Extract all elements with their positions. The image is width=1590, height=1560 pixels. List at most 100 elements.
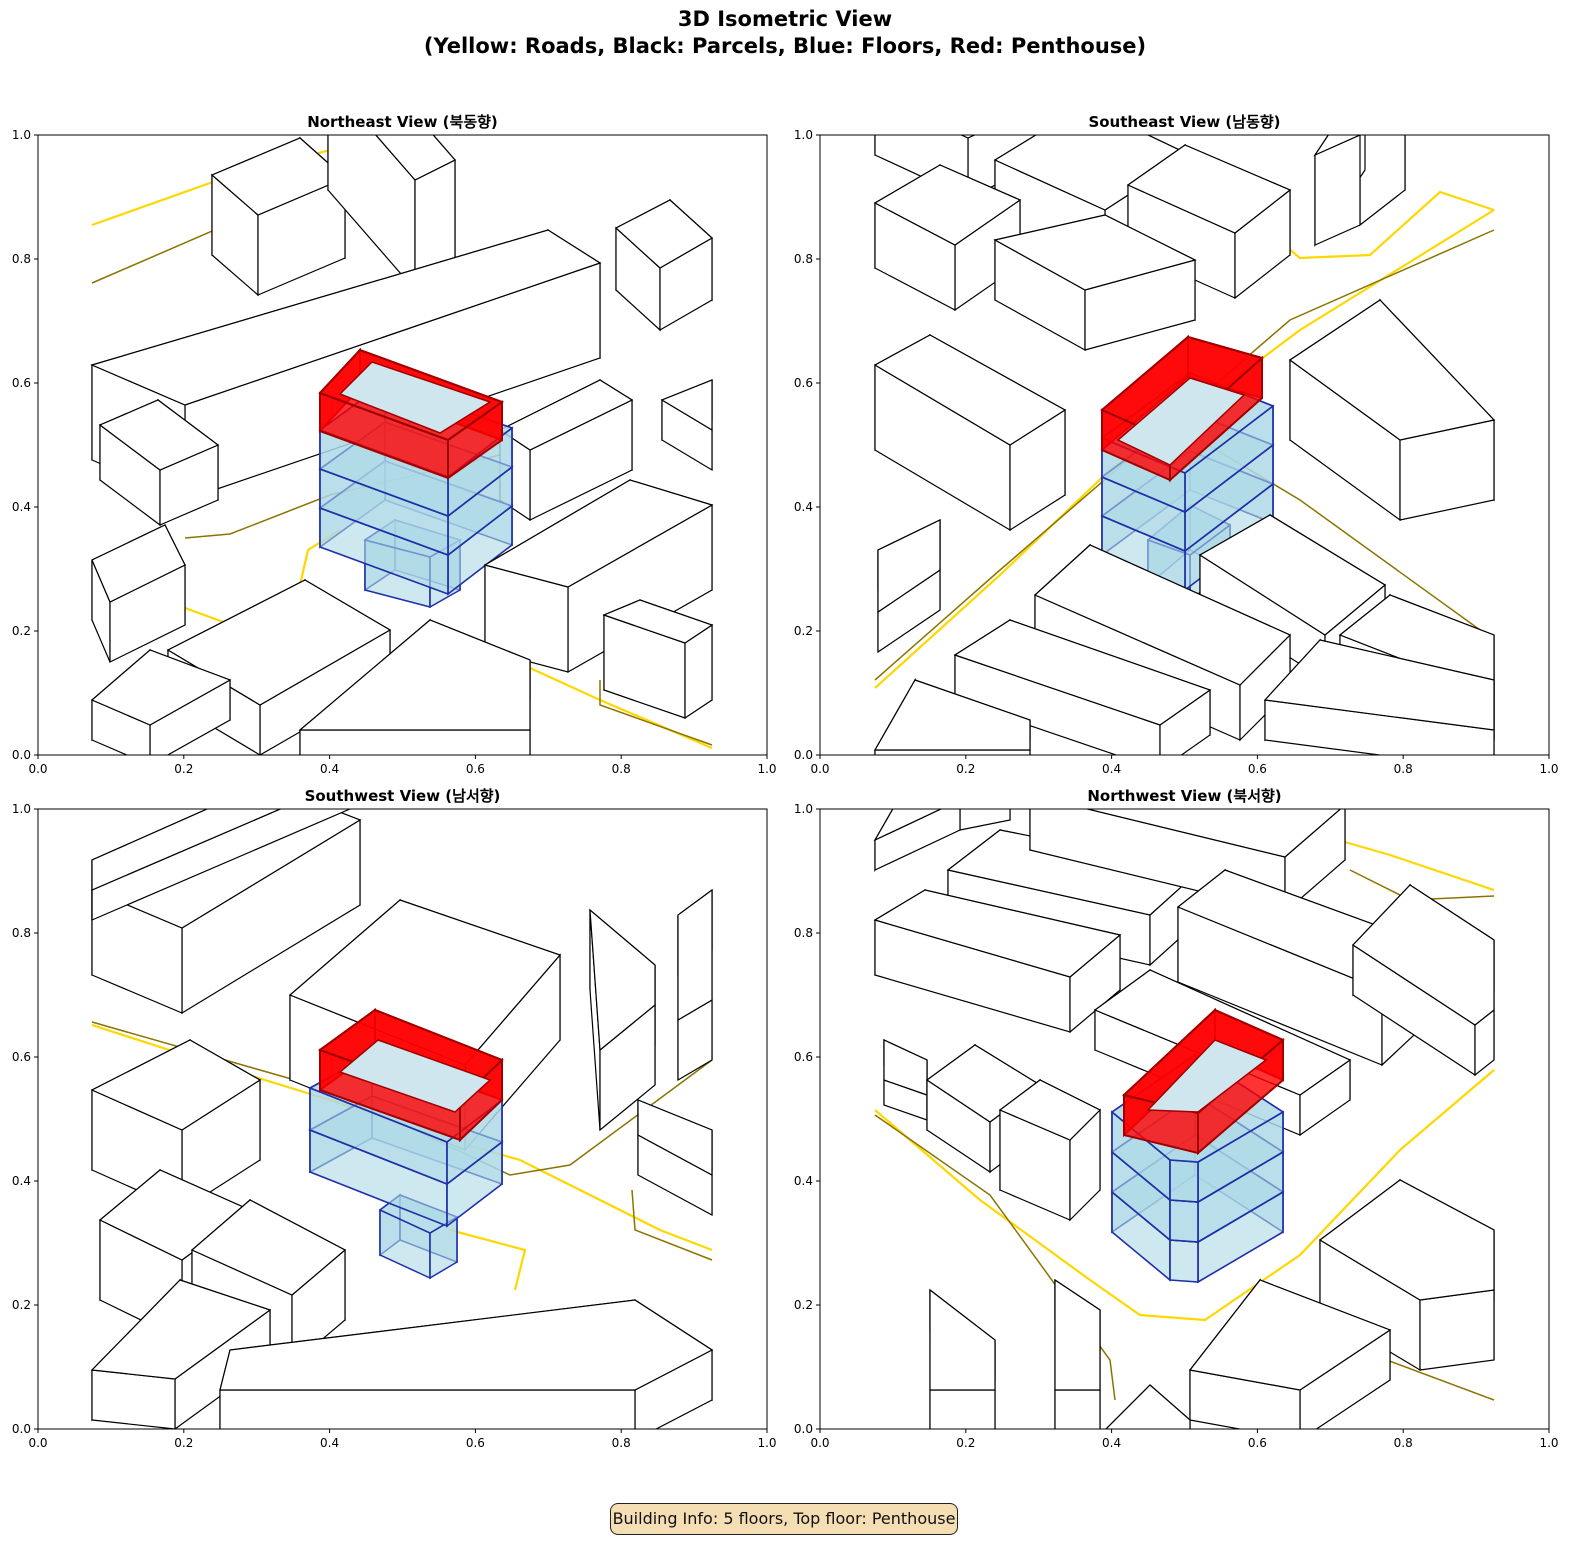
- parcel-face: [929, 1389, 996, 1429]
- road-line: [599, 680, 713, 746]
- y-tick-label: 0.6: [794, 1050, 813, 1064]
- panel-title: Southeast View (남동향): [1088, 113, 1280, 131]
- axes-frame: [819, 134, 1550, 756]
- figure-title-line2: (Yellow: Roads, Black: Parcels, Blue: Fl…: [423, 34, 1147, 58]
- parcel-face: [219, 1389, 636, 1429]
- parcel-top: [90, 229, 602, 406]
- y-tick-label: 0.8: [794, 252, 813, 266]
- x-tick-label: 0.6: [466, 1436, 485, 1450]
- floor-face: [1169, 1199, 1199, 1243]
- parcel-top: [91, 524, 186, 603]
- parcel-top: [873, 164, 1022, 246]
- y-tick-label: 0.0: [794, 748, 813, 762]
- parcel-top: [1198, 514, 1387, 636]
- axes-frame: [819, 808, 1550, 1430]
- x-tick-label: 0.8: [1394, 1436, 1413, 1450]
- parcel-top: [873, 334, 1067, 446]
- road-line: [631, 1189, 713, 1261]
- parcel-top: [873, 679, 1031, 751]
- parcel-top: [677, 888, 713, 1022]
- parcel-top: [91, 809, 282, 891]
- y-tick-label: 0.4: [794, 1174, 813, 1188]
- y-tick-label: 0.8: [794, 926, 813, 940]
- parcel-top: [1033, 544, 1292, 686]
- panel-title: Northeast View (북동향): [307, 113, 498, 131]
- y-tick-label: 0.2: [12, 624, 31, 638]
- parcel-top: [483, 479, 714, 588]
- x-tick-label: 1.0: [1539, 1436, 1558, 1450]
- road-line: [449, 1228, 527, 1291]
- panel-southeast: Southeast View (남동향) 0.0 0.2 0.4 0.6 0.8 1.0 0.…: [794, 113, 1559, 776]
- parcel-top: [1188, 1279, 1392, 1391]
- x-tick-label: 1.0: [757, 762, 776, 776]
- x-tick-label: 0.2: [174, 1436, 193, 1450]
- parcel-top: [190, 1199, 347, 1296]
- y-tick-label: 0.4: [794, 500, 813, 514]
- x-tick-label: 0.0: [28, 762, 47, 776]
- x-tick-label: 0.0: [810, 1436, 829, 1450]
- panel-northeast: Northeast View (북동향) 0.0 0.2 0.4 0.6 0.8 1.0 0.…: [12, 113, 777, 776]
- x-tick-label: 0.4: [1102, 762, 1121, 776]
- parcel-top: [877, 519, 941, 614]
- parcel-face: [91, 1369, 176, 1429]
- penthouse-courtyard: [338, 1039, 492, 1113]
- parcel-top: [1126, 144, 1292, 234]
- x-tick-label: 0.2: [174, 762, 193, 776]
- y-tick-label: 1.0: [12, 128, 31, 142]
- axes-frame: [37, 134, 768, 756]
- penthouse-courtyard: [1146, 1039, 1268, 1113]
- panel-scene: [873, 809, 1495, 1429]
- y-tick-label: 0.4: [12, 1174, 31, 1188]
- parcel-top: [90, 649, 232, 726]
- x-tick-label: 0.6: [1248, 762, 1267, 776]
- y-tick-label: 0.6: [12, 376, 31, 390]
- panel-scene: [873, 135, 1496, 755]
- parcel-top: [98, 399, 220, 471]
- parcel-top: [1352, 884, 1495, 1026]
- x-tick-label: 0.8: [1394, 762, 1413, 776]
- panel-scene: [90, 135, 714, 755]
- y-tick-label: 0.6: [12, 1050, 31, 1064]
- x-tick-label: 0.0: [810, 762, 829, 776]
- parcel-top: [298, 619, 531, 731]
- x-tick-label: 0.2: [956, 762, 975, 776]
- panel-title: Northwest View (북서향): [1087, 787, 1281, 805]
- parcel-face: [874, 809, 961, 871]
- x-tick-label: 1.0: [757, 1436, 776, 1450]
- parcel-top: [90, 1039, 262, 1131]
- parcel-face: [1052, 135, 1081, 146]
- x-tick-label: 0.8: [612, 1436, 631, 1450]
- x-tick-label: 0.4: [320, 762, 339, 776]
- x-tick-label: 0.8: [612, 762, 631, 776]
- y-tick-label: 0.0: [12, 748, 31, 762]
- road-line: [91, 1021, 713, 1176]
- x-tick-label: 0.2: [956, 1436, 975, 1450]
- parcel-top: [90, 1279, 272, 1380]
- parcel-face: [1314, 135, 1361, 246]
- penthouse-courtyard: [338, 361, 492, 434]
- y-tick-label: 0.2: [12, 1298, 31, 1312]
- y-tick-label: 1.0: [12, 802, 31, 816]
- parcel-top: [998, 1079, 1102, 1141]
- parcel-top: [1085, 809, 1342, 858]
- y-tick-label: 0.6: [794, 376, 813, 390]
- y-tick-label: 0.0: [794, 1422, 813, 1436]
- y-tick-label: 1.0: [794, 128, 813, 142]
- parcel-top: [375, 135, 456, 181]
- y-tick-label: 0.2: [794, 624, 813, 638]
- parcel-top: [883, 1039, 928, 1096]
- axes-frame: [37, 808, 768, 1430]
- parcel-top: [960, 135, 976, 139]
- parcel-top: [219, 1299, 714, 1391]
- parcel-top: [873, 889, 1122, 978]
- y-tick-label: 0.4: [12, 500, 31, 514]
- floor-face: [1169, 1239, 1199, 1283]
- floor-face: [1169, 1159, 1199, 1203]
- parcel-top: [602, 599, 714, 644]
- y-tick-label: 1.0: [794, 802, 813, 816]
- parcel-top: [637, 1099, 713, 1177]
- parcel-top: [1313, 135, 1361, 157]
- parcel-top: [589, 908, 656, 1052]
